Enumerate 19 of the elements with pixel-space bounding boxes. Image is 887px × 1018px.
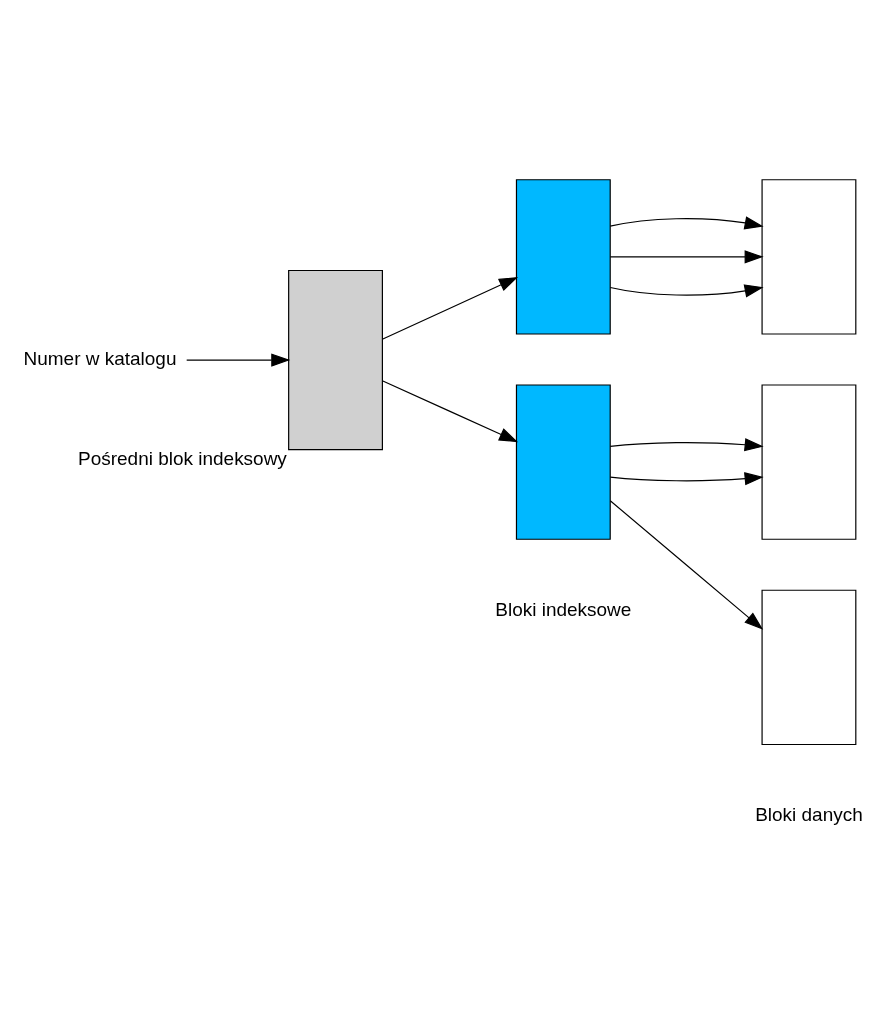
node-box xyxy=(761,589,857,746)
node-box xyxy=(288,269,383,451)
node-label: Pośredni blok indeksowy xyxy=(78,447,287,469)
node-box xyxy=(515,384,611,540)
arrow xyxy=(609,216,764,230)
label: Bloki indeksowe xyxy=(495,599,632,621)
arrow xyxy=(609,438,764,452)
node-box xyxy=(515,179,611,335)
node-box xyxy=(761,384,857,540)
node-text: Numer w katalogu xyxy=(23,347,177,369)
arrow xyxy=(186,353,291,367)
label: Bloki danych xyxy=(755,804,863,826)
arrow xyxy=(382,277,519,340)
arrow xyxy=(609,472,764,486)
arrow xyxy=(609,284,764,298)
arrow xyxy=(609,500,764,630)
arrow xyxy=(609,250,764,264)
node-box xyxy=(761,179,857,335)
arrow xyxy=(382,380,519,443)
